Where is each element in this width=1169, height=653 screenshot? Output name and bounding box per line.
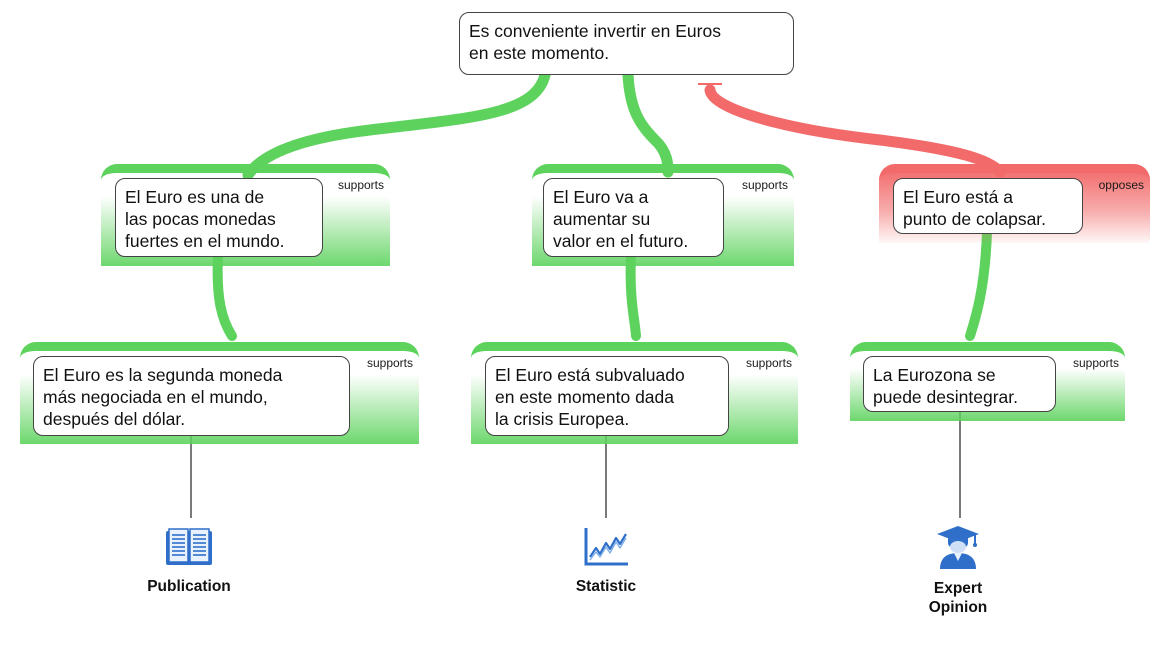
child-1-box[interactable]: El Euro es la segunda moneda más negocia…: [33, 356, 350, 436]
link-claim-reason-1: [242, 69, 551, 181]
reason-2-box[interactable]: El Euro va a aumentar su valor en el fut…: [543, 178, 724, 257]
child-2-box[interactable]: El Euro está subvaluado en este momento …: [485, 356, 729, 436]
relation-label: supports: [745, 356, 792, 370]
relation-label: supports: [337, 178, 384, 192]
link-reason-3-child: [965, 227, 992, 341]
main-claim-box[interactable]: Es conveniente invertir en Euros en este…: [459, 12, 794, 75]
link-claim-reason-3: [704, 84, 1006, 178]
child-3-box[interactable]: La Eurozona se puede desintegrar.: [863, 356, 1056, 412]
evidence-label: Publication: [147, 578, 231, 595]
evidence-statistic[interactable]: Statistic: [536, 526, 676, 596]
reason-3-box[interactable]: El Euro está a punto de colapsar.: [893, 178, 1083, 234]
link-reason-2-child: [625, 250, 641, 341]
chart-icon: [584, 528, 628, 566]
relation-label: opposes: [1098, 178, 1144, 192]
link-reason-1-child: [212, 250, 237, 341]
link-claim-reason-2: [622, 69, 674, 178]
graduate-icon: [937, 526, 979, 569]
book-icon: [166, 528, 212, 565]
evidence-expert-opinion[interactable]: Expert Opinion: [888, 524, 1028, 617]
evidence-publication[interactable]: Publication: [119, 526, 259, 596]
evidence-label: Statistic: [575, 578, 637, 595]
relation-label: supports: [741, 178, 788, 192]
relation-label: supports: [366, 356, 413, 370]
evidence-label: Expert Opinion: [928, 580, 988, 616]
relation-label: supports: [1072, 356, 1119, 370]
reason-1-box[interactable]: El Euro es una de las pocas monedas fuer…: [115, 178, 323, 257]
